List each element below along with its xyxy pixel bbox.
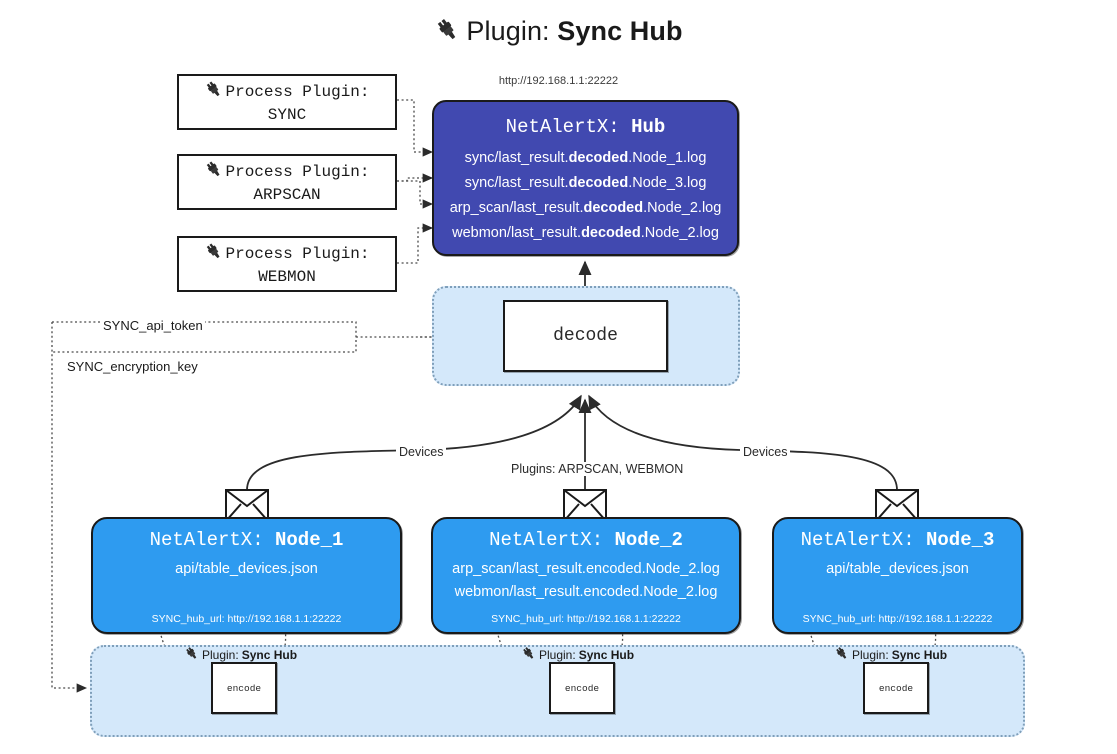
process-plugin-name: WEBMON bbox=[258, 267, 316, 286]
node-hub-url: SYNC_hub_url: http://192.168.1.1:22222 bbox=[491, 613, 681, 625]
node-path-item: api/table_devices.json bbox=[175, 561, 318, 577]
hub-title-prefix: NetAlertX: bbox=[505, 116, 632, 138]
sync-api-token-label: SYNC_api_token bbox=[101, 318, 205, 333]
process-plugin-line1: Process Plugin: bbox=[204, 160, 370, 185]
edge-label-devices-left: Devices bbox=[396, 445, 447, 459]
sync-encryption-key-label: SYNC_encryption_key bbox=[65, 359, 200, 374]
plug-icon bbox=[521, 646, 536, 664]
plug-icon bbox=[204, 160, 223, 185]
node-hub-url: SYNC_hub_url: http://192.168.1.1:22222 bbox=[151, 613, 342, 625]
plug-icon bbox=[204, 242, 223, 267]
page-title-name: Sync Hub bbox=[557, 16, 683, 46]
decode-box[interactable]: decode bbox=[503, 300, 668, 372]
plug-icon bbox=[834, 646, 849, 664]
process-plugin-box-arpscan[interactable]: Process Plugin: ARPSCAN bbox=[177, 154, 397, 210]
encode-box-node-1[interactable]: encode bbox=[211, 662, 277, 714]
process-plugin-name: SYNC bbox=[267, 105, 307, 124]
hub-log-item: sync/last_result.decoded.Node_3.log bbox=[464, 174, 707, 191]
hub-log-item: arp_scan/last_result.decoded.Node_2.log bbox=[449, 199, 722, 216]
page-title: Plugin: Sync Hub bbox=[0, 16, 1117, 50]
encode-plugin-label-node-3: Plugin: Sync Hub bbox=[834, 646, 947, 664]
hub-title: NetAlertX: Hub bbox=[434, 116, 737, 138]
envelope-icon bbox=[563, 489, 607, 522]
plug-icon bbox=[184, 646, 199, 664]
process-plugin-name: ARPSCAN bbox=[253, 185, 321, 204]
node-title: NetAlertX: Node_3 bbox=[800, 529, 995, 551]
hub-title-name: Hub bbox=[631, 116, 666, 138]
hub-card[interactable]: NetAlertX: Hub sync/last_result.decoded.… bbox=[432, 100, 739, 256]
process-plugin-label: Process Plugin: bbox=[225, 163, 370, 181]
process-plugin-box-webmon[interactable]: Process Plugin: WEBMON bbox=[177, 236, 397, 292]
process-plugin-line1: Process Plugin: bbox=[204, 242, 370, 267]
encode-plugin-label-node-2: Plugin: Sync Hub bbox=[521, 646, 634, 664]
node-path-list: api/table_devices.json bbox=[93, 558, 400, 581]
node-card-node-1[interactable]: NetAlertX: Node_1 api/table_devices.json… bbox=[91, 517, 402, 634]
node-title: NetAlertX: Node_1 bbox=[149, 529, 344, 551]
encode-box-node-2[interactable]: encode bbox=[549, 662, 615, 714]
node-card-node-3[interactable]: NetAlertX: Node_3 api/table_devices.json… bbox=[772, 517, 1023, 634]
process-plugin-line1: Process Plugin: bbox=[204, 80, 370, 105]
page-title-prefix: Plugin: bbox=[466, 16, 558, 46]
node-path-item: webmon/last_result.encoded.Node_2.log bbox=[454, 584, 718, 601]
envelope-icon bbox=[225, 489, 269, 522]
process-plugin-label: Process Plugin: bbox=[225, 245, 370, 263]
node-path-list: arp_scan/last_result.encoded.Node_2.log … bbox=[433, 558, 739, 605]
hub-log-item: sync/last_result.decoded.Node_1.log bbox=[464, 150, 707, 166]
node-path-item: api/table_devices.json bbox=[826, 561, 969, 577]
hub-url-caption: http://192.168.1.1:22222 bbox=[498, 75, 619, 87]
process-plugin-box-sync[interactable]: Process Plugin: SYNC bbox=[177, 74, 397, 130]
node-title: NetAlertX: Node_2 bbox=[489, 529, 683, 551]
plug-icon bbox=[434, 17, 460, 50]
node-hub-url: SYNC_hub_url: http://192.168.1.1:22222 bbox=[802, 613, 993, 625]
node-card-node-2[interactable]: NetAlertX: Node_2 arp_scan/last_result.e… bbox=[431, 517, 741, 634]
encode-box-node-3[interactable]: encode bbox=[863, 662, 929, 714]
hub-log-list: sync/last_result.decoded.Node_1.log sync… bbox=[434, 146, 737, 246]
encode-plugin-label-node-1: Plugin: Sync Hub bbox=[184, 646, 297, 664]
node-path-item: arp_scan/last_result.encoded.Node_2.log bbox=[452, 561, 720, 577]
hub-log-item: webmon/last_result.decoded.Node_2.log bbox=[452, 224, 719, 241]
process-plugin-label: Process Plugin: bbox=[225, 83, 370, 101]
node-path-list: api/table_devices.json bbox=[774, 558, 1021, 581]
edge-label-devices-right: Devices bbox=[740, 445, 791, 459]
plug-icon bbox=[204, 80, 223, 105]
edge-label-plugins-center: Plugins: ARPSCAN, WEBMON bbox=[508, 462, 687, 476]
